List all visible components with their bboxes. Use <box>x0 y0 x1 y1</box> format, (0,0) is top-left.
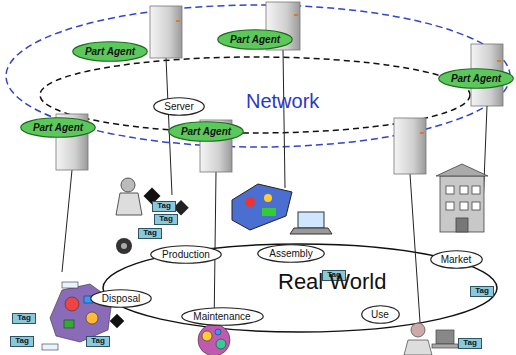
tag-box: Tag <box>152 201 176 212</box>
tag-box: Tag <box>154 214 178 225</box>
tag-box: Tag <box>458 338 482 349</box>
node-text: Part Agent <box>230 34 280 45</box>
node-text: Use <box>371 309 389 320</box>
stage-ellipse: Assembly <box>257 244 325 263</box>
tag-box: Tag <box>138 228 162 239</box>
region-title: Real World <box>278 270 386 294</box>
stage-ellipse: Maintenance <box>181 307 264 326</box>
stage-ellipse: Disposal <box>90 289 152 308</box>
stage-ellipse: Market <box>430 250 483 269</box>
node-text: Part Agent <box>451 73 501 84</box>
node-text: Tag <box>17 314 31 323</box>
node-text: Tag <box>143 229 157 238</box>
node-text: Production <box>162 249 210 260</box>
agent-ellipse: Part Agent <box>217 29 293 50</box>
node-text: Server <box>164 101 193 112</box>
node-text: Tag <box>159 215 173 224</box>
node-text: Part Agent <box>85 46 135 57</box>
node-text: Disposal <box>102 293 140 304</box>
node-text: Tag <box>15 337 29 346</box>
agent-ellipse: Part Agent <box>168 121 244 142</box>
tag-box: Tag <box>10 336 34 347</box>
agent-ellipse: Part Agent <box>72 41 148 62</box>
node-text: Part Agent <box>33 122 83 133</box>
stage-ellipse: Production <box>150 245 222 264</box>
stage-ellipse: Use <box>361 305 400 324</box>
node-text: Maintenance <box>193 311 250 322</box>
node-text: Market <box>441 254 472 265</box>
node-text: Part Agent <box>181 126 231 137</box>
agent-ellipse: Part Agent <box>438 68 514 89</box>
tag-box: Tag <box>86 336 110 347</box>
node-text: Assembly <box>269 248 312 259</box>
tag-box: Tag <box>470 286 494 297</box>
agent-ellipse: Part Agent <box>20 117 96 138</box>
node-text: Tag <box>475 287 489 296</box>
region-title: Network <box>246 90 319 112</box>
stage-ellipse: Server <box>153 97 205 116</box>
node-text: Tag <box>157 202 171 211</box>
node-text: Tag <box>91 337 105 346</box>
node-text: Tag <box>463 339 477 348</box>
tag-box: Tag <box>12 313 36 324</box>
